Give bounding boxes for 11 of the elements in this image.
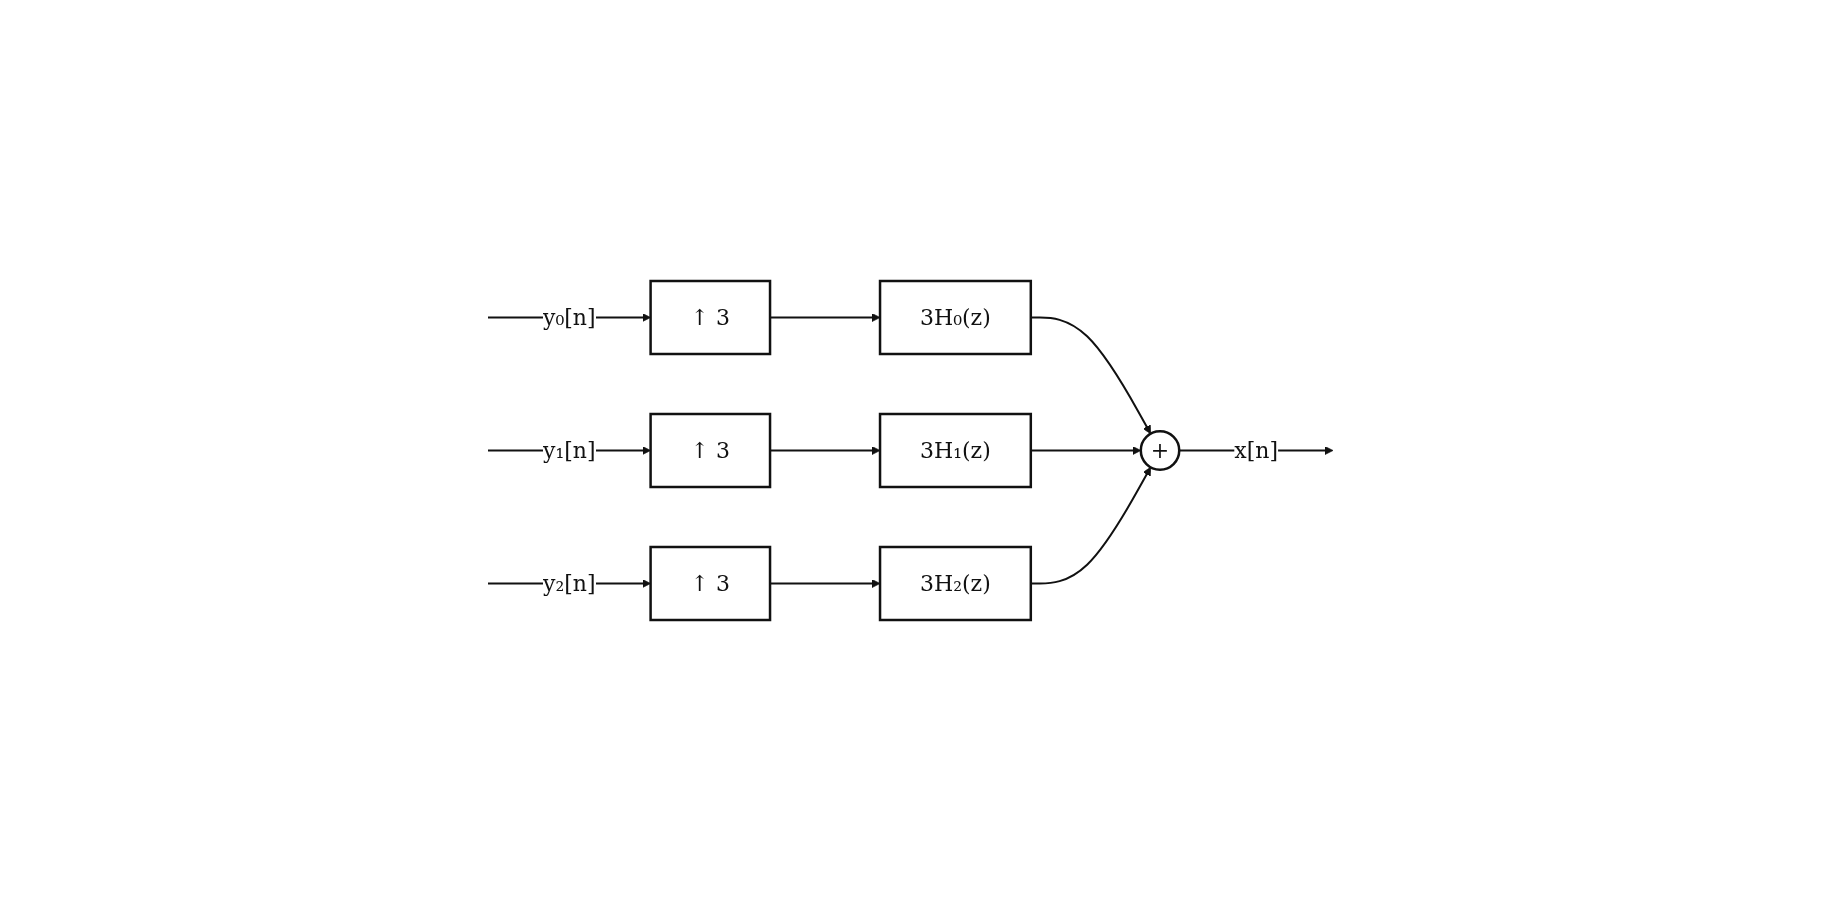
node-box: ↑ 3 [649,545,772,621]
node-box: 3H₁(z) [878,412,1033,488]
node-box: 3H₀(z) [878,279,1033,355]
edge-label: x[n] [1234,437,1278,463]
edge-label: y₂[n] [543,570,596,596]
node-box: 3H₂(z) [878,545,1033,621]
edge-label: y₀[n] [543,304,596,330]
edge-label: y₁[n] [543,437,596,463]
node-circle: + [1139,429,1181,471]
node-box: ↑ 3 [649,412,772,488]
node-box: ↑ 3 [649,279,772,355]
